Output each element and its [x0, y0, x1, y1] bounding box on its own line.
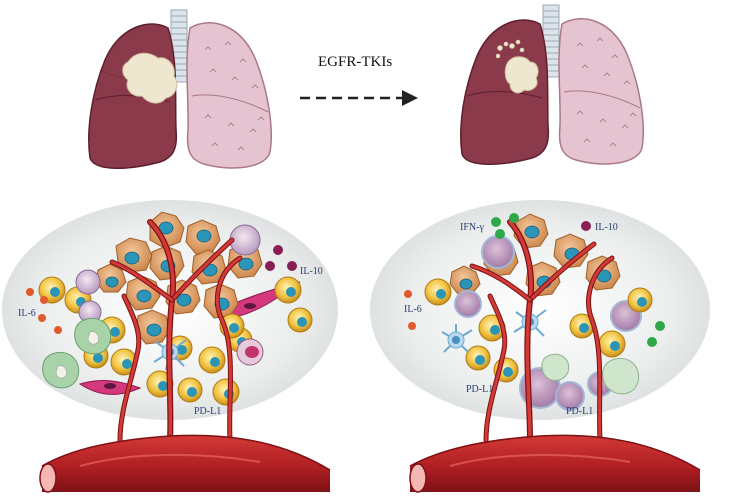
- mdsc-cells: [236, 338, 264, 366]
- tumor-microenvironment-after: [370, 200, 710, 493]
- pdl1-label-left: PD-L1: [194, 406, 222, 417]
- blood-vessel-branches: [469, 219, 615, 443]
- il6-dots: [26, 288, 62, 334]
- t-cells: [424, 278, 653, 383]
- tumor-fragments: [495, 39, 525, 59]
- m1-macrophages: [541, 353, 640, 395]
- tumor-microenvironment-before: [2, 200, 338, 493]
- macrophages: [75, 224, 261, 324]
- il6-dots: [404, 290, 416, 330]
- ifng-dots: [491, 213, 665, 347]
- main-blood-vessel: [39, 434, 331, 493]
- main-blood-vessel: [409, 434, 701, 493]
- lungs-after-treatment: [460, 4, 644, 165]
- ifng-label: IFN-γ: [460, 222, 484, 233]
- il10-label-right: IL-10: [595, 222, 618, 233]
- il10-label-left: IL-10: [300, 266, 323, 277]
- tumor-cells: [449, 213, 621, 297]
- arrow-label: EGFR-TKIs: [318, 54, 393, 70]
- il10-dots: [265, 245, 297, 271]
- tumor-mass: [122, 52, 178, 104]
- pdl1-label-right-b: PD-L1: [566, 406, 594, 417]
- il6-label-left: IL-6: [18, 308, 36, 319]
- dendritic-cell: [153, 334, 187, 371]
- il6-label-right: IL-6: [404, 304, 422, 315]
- shrinking-tumor: [504, 56, 539, 94]
- il10-dots: [581, 221, 591, 231]
- treatment-arrow: [300, 90, 418, 106]
- pdl1-label-right-a: PD-L1: [466, 384, 494, 395]
- blood-vessel-branches: [109, 219, 243, 443]
- lungs-before-treatment: [88, 9, 272, 169]
